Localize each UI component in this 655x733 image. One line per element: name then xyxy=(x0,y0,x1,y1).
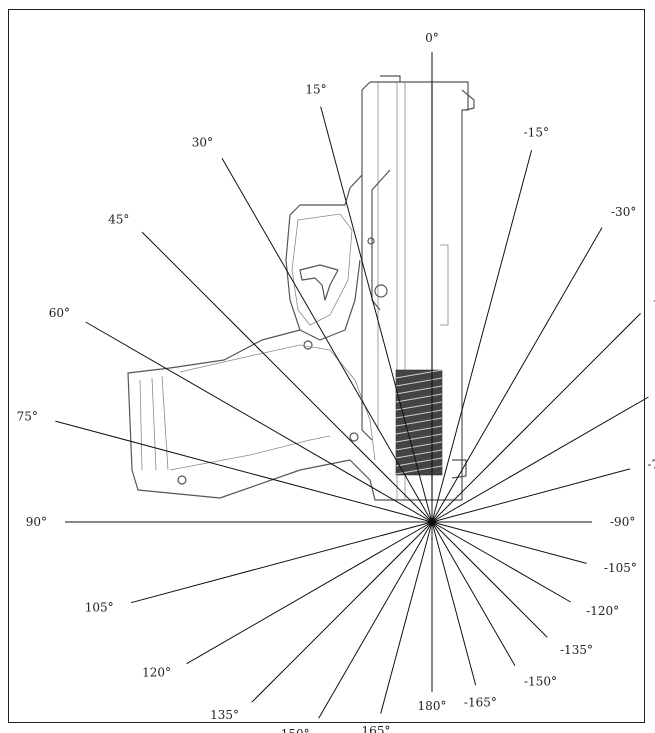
angle-label: 60° xyxy=(49,306,70,320)
angle-ray xyxy=(318,521,433,719)
angle-label: -75° xyxy=(647,457,655,471)
angle-label: 90° xyxy=(26,515,47,529)
angle-label: -30° xyxy=(611,205,636,219)
angle-ray xyxy=(431,149,533,523)
angle-label: 45° xyxy=(108,212,129,226)
angle-ray xyxy=(431,521,477,686)
angle-label: 165° xyxy=(362,724,391,733)
angle-ray xyxy=(431,521,548,638)
angle-ray xyxy=(221,158,433,523)
angle-label: 180° xyxy=(418,699,447,713)
angle-ray xyxy=(431,521,587,564)
angle-label: 150° xyxy=(281,727,310,733)
angle-label: -165° xyxy=(464,696,497,710)
angle-ray xyxy=(320,106,433,523)
angle-label: 105° xyxy=(85,600,114,614)
angle-ray xyxy=(85,321,433,523)
angle-rays xyxy=(55,52,649,719)
angle-ray xyxy=(431,396,649,523)
angle-label: -105° xyxy=(604,561,637,575)
angle-ray xyxy=(431,468,631,523)
angle-label: -15° xyxy=(524,126,549,140)
angle-label: -45° xyxy=(653,294,655,308)
angle-ray xyxy=(141,231,433,523)
angle-label: 75° xyxy=(17,409,38,423)
angle-ray xyxy=(431,521,571,603)
angle-label: -150° xyxy=(524,674,557,688)
angle-label: -90° xyxy=(610,515,635,529)
angle-ray xyxy=(431,313,641,523)
angle-ray xyxy=(380,521,433,714)
angle-labels: 0° 15° 30° 45° 60° 75° 90° 105° 120° 135° 150° 165°… xyxy=(17,31,655,733)
angle-ray xyxy=(55,420,433,523)
angle-label: -120° xyxy=(586,604,619,618)
angle-label: 15° xyxy=(305,82,326,96)
angle-label: -135° xyxy=(560,643,593,657)
angle-label: 135° xyxy=(210,708,239,722)
angle-label: 120° xyxy=(142,666,171,680)
angle-ray xyxy=(431,227,603,523)
angle-label: 30° xyxy=(192,136,213,150)
angle-ray xyxy=(130,521,433,604)
pistol-drawing xyxy=(127,75,475,501)
angle-ray xyxy=(186,521,433,665)
angle-ray xyxy=(431,521,516,667)
angle-label: 0° xyxy=(425,31,439,45)
angle-ray xyxy=(251,521,433,703)
origin-point xyxy=(430,520,434,524)
